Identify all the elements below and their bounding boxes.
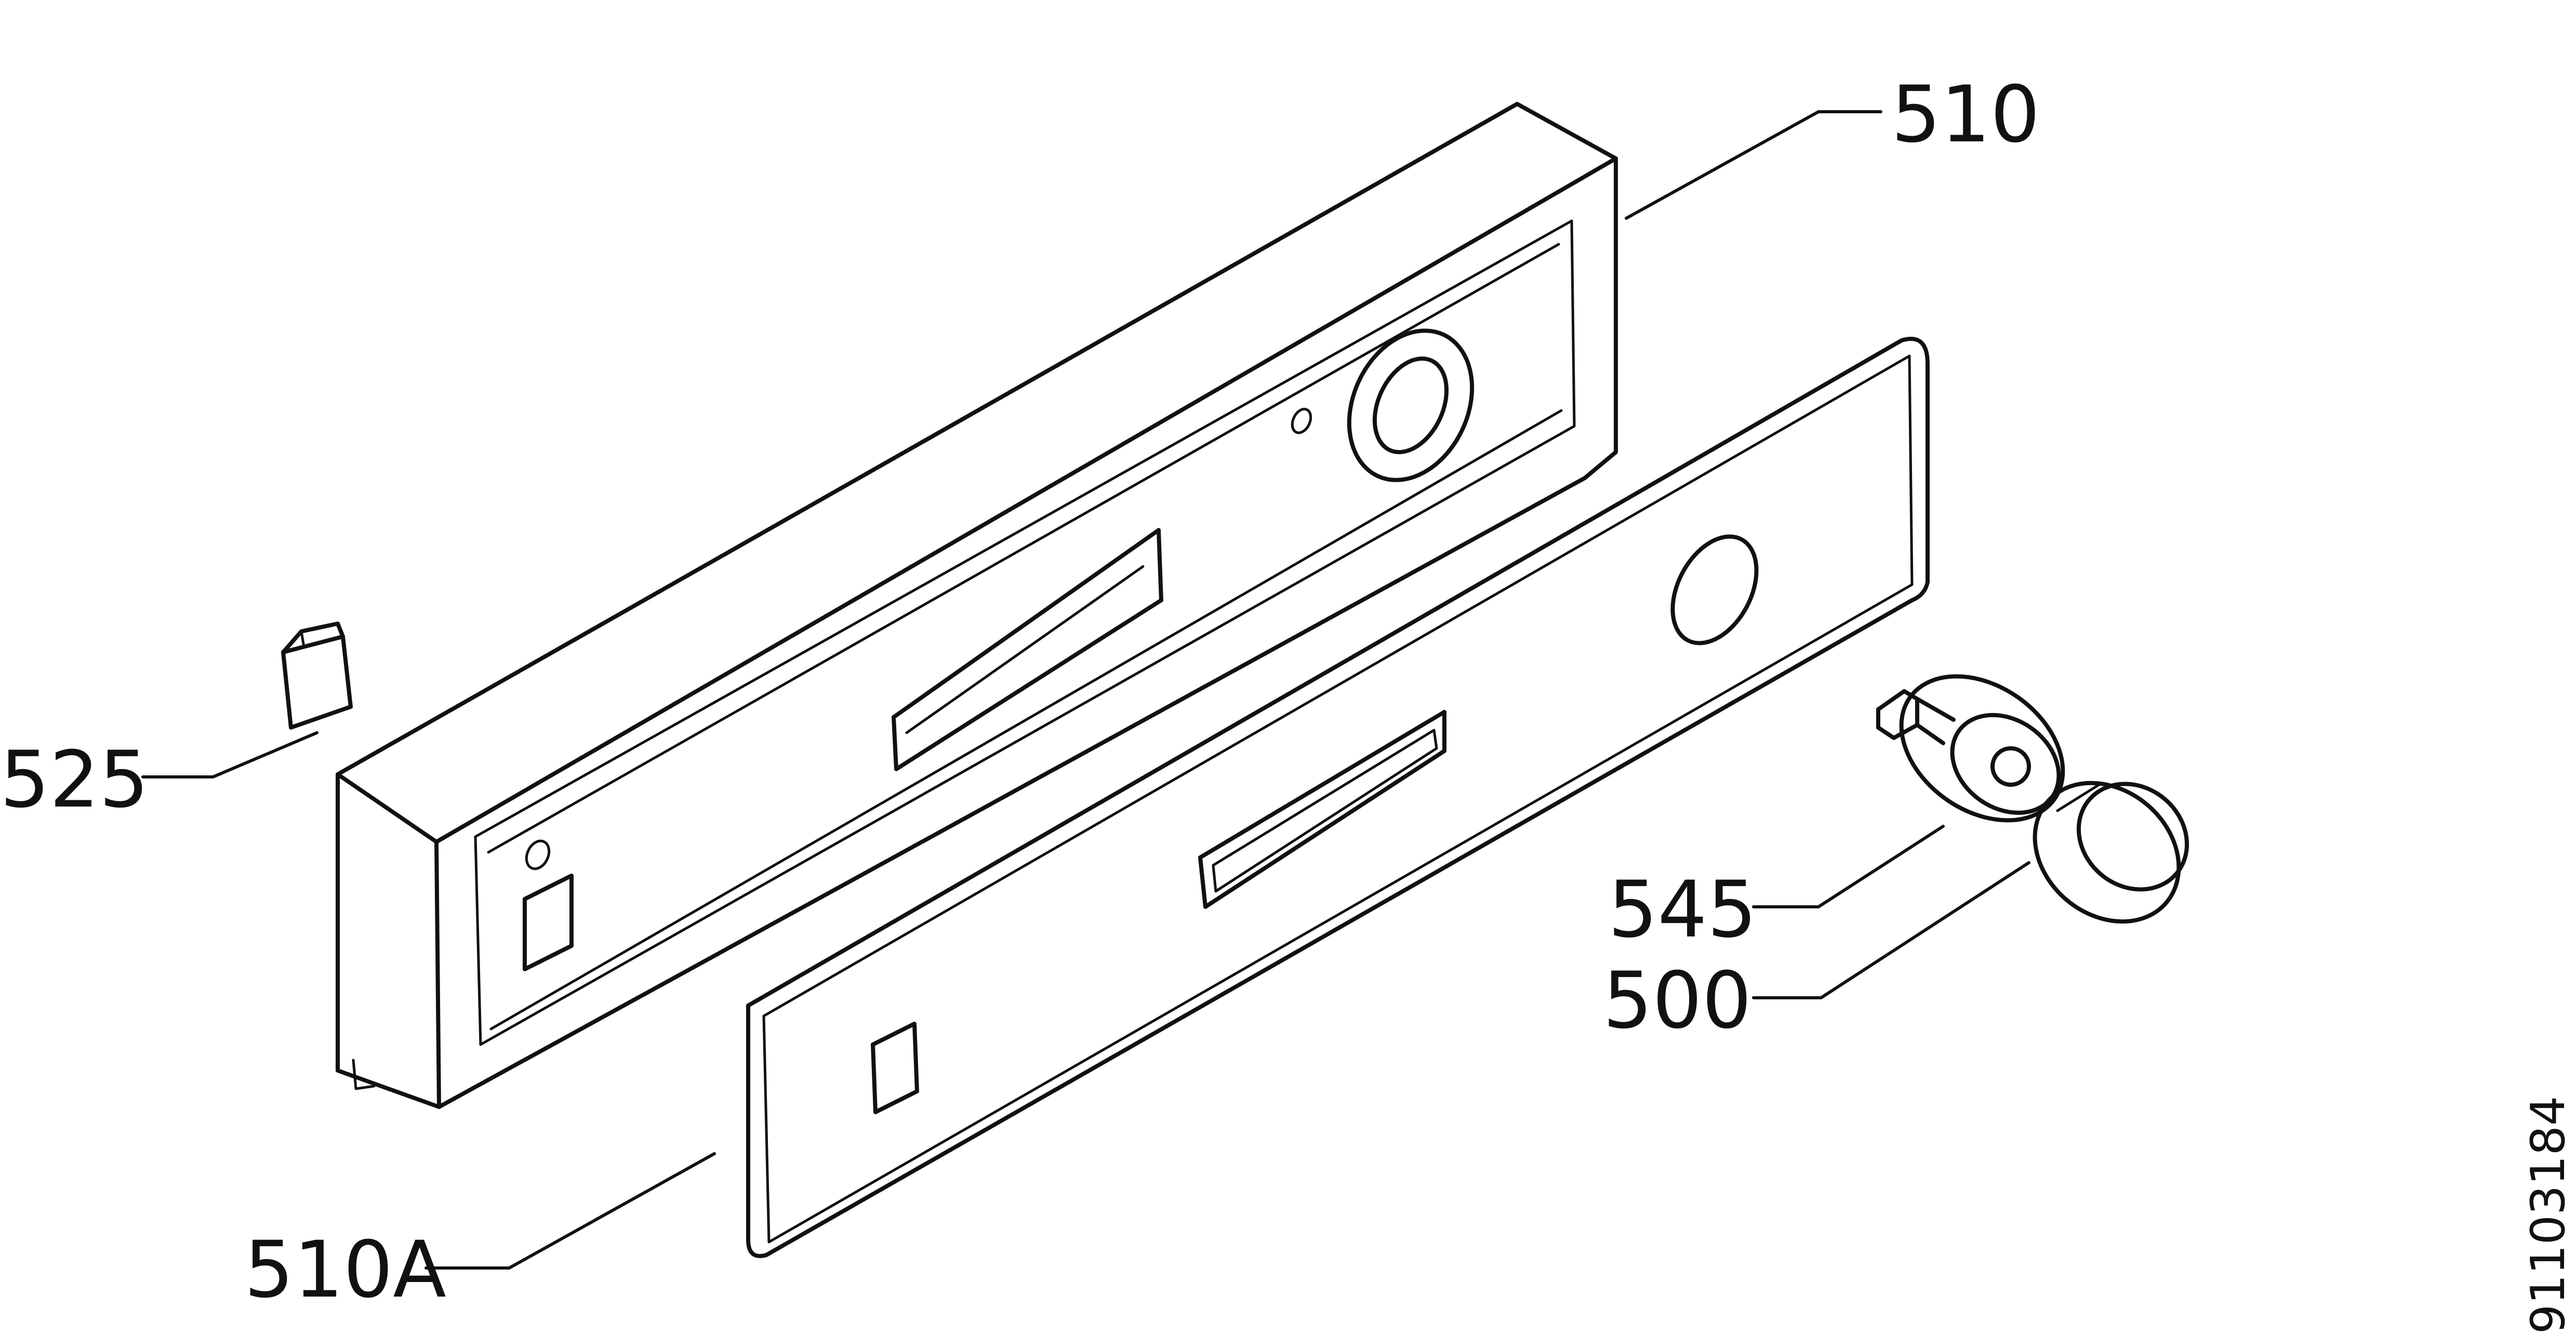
callout-525: 525: [0, 735, 149, 825]
part-500-knob: [2033, 781, 2189, 924]
part-510-panel-housing: [336, 102, 1618, 1109]
leader-500: [1752, 861, 2030, 999]
callout-545: 545: [1608, 865, 1757, 955]
dial-opening: [1347, 328, 1475, 482]
part-545-control-shaft: [1876, 674, 2065, 823]
leader-510: [1625, 110, 1882, 220]
leader-525: [141, 731, 318, 778]
callout-510A: 510A: [244, 1225, 446, 1315]
callout-510: 510: [1891, 70, 2040, 160]
leader-545: [1752, 825, 1945, 908]
leader-510A: [424, 1152, 716, 1270]
callout-500: 500: [1603, 956, 1751, 1046]
part-510A-fascia-plate: [746, 337, 1930, 1258]
leader-lines: [141, 110, 2030, 1270]
reference-number: 91103184: [2521, 1096, 2575, 1334]
part-525-clip: [281, 622, 353, 730]
